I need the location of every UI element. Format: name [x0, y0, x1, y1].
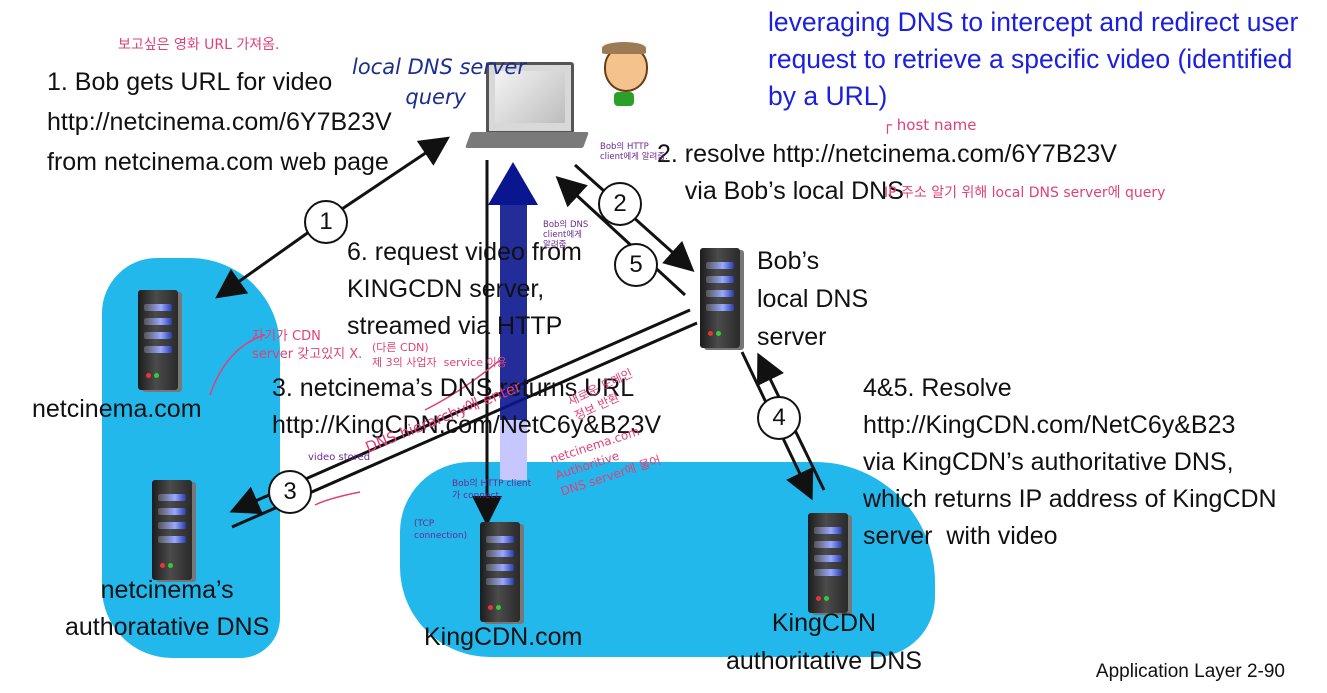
step-1-text: 1. Bob gets URL for video http://netcine…: [47, 68, 392, 176]
kingcdn-dns-label: KingCDN authoritative DNS: [726, 609, 922, 675]
pink-curve-3: [314, 491, 361, 506]
bob-local-dns-server-icon: [700, 248, 740, 348]
hand-ip-query: IP 주소 알기 위해 local DNS server에 query: [884, 185, 1166, 201]
step-45-text: 4&5. Resolve http://KingCDN.com/NetC6y&B…: [863, 374, 1277, 550]
step-circle-3: 3: [268, 470, 312, 514]
hand-local-dns-query: local DNS server query: [352, 55, 526, 109]
arrow-1-to-bob: [329, 136, 450, 219]
step-circle-4: 4: [757, 396, 801, 440]
hand-video-stored: video stored: [308, 452, 371, 463]
pink-curve-1: [209, 334, 266, 396]
arrow-5: [555, 175, 687, 297]
hand-bob-http-client: Bob의 HTTP client에게 알려줌.: [600, 142, 668, 162]
step-2-text: 2. resolve http://netcinema.com/6Y7B23V …: [657, 140, 1117, 205]
bob-avatar: [598, 42, 648, 110]
pink-curve-2: [424, 359, 501, 411]
netcinema-server-icon: [138, 290, 178, 390]
step-6-text: 6. request video from KINGCDN server, st…: [347, 238, 582, 340]
slide-title: leveraging DNS to intercept and redirect…: [768, 7, 1299, 111]
hand-third-party: (다른 CDN) 제 3의 사업자 service 이용: [372, 341, 507, 369]
step-3-text: 3. netcinema’s DNS returns URL http://Ki…: [272, 374, 662, 439]
netcinema-dns-label: netcinema’s authoratative DNS: [65, 576, 270, 641]
kingcdn-label: KingCDN.com: [424, 623, 583, 651]
hand-host-name: ┌ host name: [883, 116, 977, 134]
arrow-6-shaft: [500, 200, 527, 460]
arrow-3-out: [229, 308, 691, 515]
step-circle-5: 5: [614, 243, 658, 287]
bob-local-dns-label: Bob’s local DNS server: [757, 247, 869, 351]
kingcdn-server-icon: [480, 522, 520, 622]
step-circle-1: 1: [304, 200, 348, 244]
netcinema-dns-server-icon: [152, 480, 192, 580]
hand-http-client-connect: Bob의 HTTP client 가 connect.: [452, 479, 532, 501]
hand-top-korean: 보고싶은 영화 URL 가져옴.: [118, 37, 280, 53]
hand-own-cdn: 자기가 CDN server 갖고있지 X.: [252, 329, 363, 362]
hand-tcp-connection: (TCP connection): [414, 519, 468, 541]
arrow-6-head: [488, 162, 538, 205]
netcinema-cloud: [102, 258, 280, 658]
netcinema-label: netcinema.com: [32, 395, 202, 423]
hand-bob-dns-client: Bob의 DNS client에게 알려줌: [543, 220, 589, 250]
bob-computer: [465, 62, 589, 152]
slide-footer: Application Layer 2-90: [1095, 661, 1285, 682]
kingcdn-dns-server-icon: [808, 513, 848, 613]
step-circle-2: 2: [598, 182, 642, 226]
arrow-6-fade: [500, 420, 527, 480]
